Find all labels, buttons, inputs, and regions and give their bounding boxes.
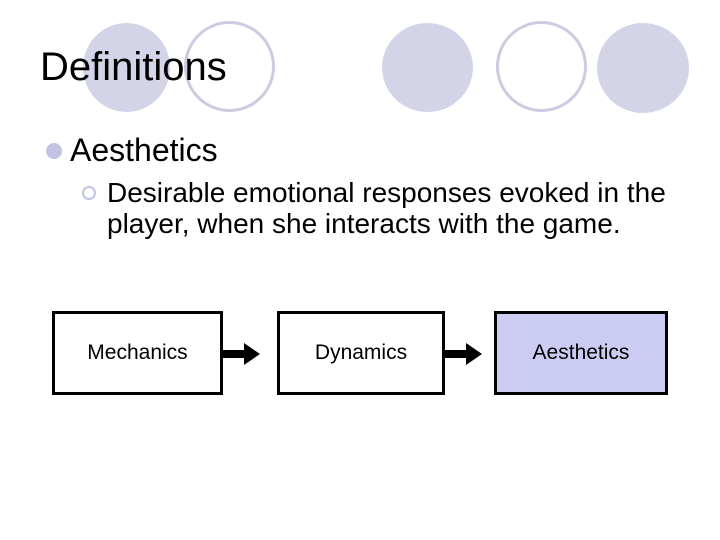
decor-circle-outline-2 <box>496 21 587 112</box>
decor-circle-outline-1 <box>184 21 275 112</box>
flow-box-dynamics-label: Dynamics <box>314 341 408 364</box>
arrow-right-icon <box>444 343 482 365</box>
flow-box-mechanics-label: Mechanics <box>87 341 188 364</box>
slide-title: Definitions <box>40 45 227 89</box>
decor-circle-filled-2 <box>382 23 473 112</box>
decor-circle-filled-1 <box>83 23 170 112</box>
decor-circle-filled-3 <box>597 23 689 113</box>
bullet-level2-text: Desirable emotional responses evoked in … <box>107 177 667 239</box>
bullet-level1-text: Aesthetics <box>70 132 218 168</box>
flow-box-mechanics: Mechanics <box>52 311 223 395</box>
bullet-level2-line2: player, when she interacts with the game… <box>107 208 621 239</box>
flow-box-aesthetics-highlighted: Aesthetics <box>494 311 668 395</box>
arrow-dynamics-to-aesthetics <box>444 341 482 367</box>
arrow-right-icon <box>222 343 260 365</box>
bullet-ring-icon <box>82 186 96 200</box>
flow-box-aesthetics-label: Aesthetics <box>532 341 630 364</box>
flow-box-dynamics: Dynamics <box>277 311 445 395</box>
bullet-dot-icon <box>46 143 62 159</box>
arrow-mechanics-to-dynamics <box>222 341 260 367</box>
bullet-level2-line1: Desirable emotional responses evoked in … <box>107 177 666 208</box>
